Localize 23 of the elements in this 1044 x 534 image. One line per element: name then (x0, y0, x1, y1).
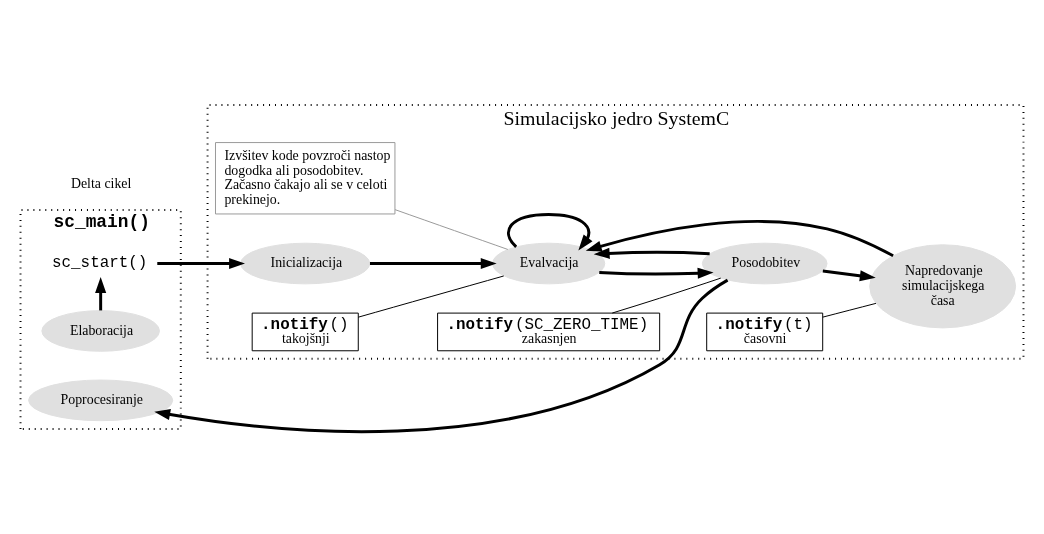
node-ellipse: Inicializacija (240, 242, 371, 285)
arrow (95, 277, 107, 311)
node-box: .notify() takojšnji (251, 312, 359, 352)
node-ellipse: Napredovanje simulacijskega časa (869, 244, 1017, 329)
connector (822, 302, 877, 318)
arrow (369, 257, 497, 270)
arrow (154, 278, 729, 434)
arrow (593, 247, 710, 259)
arrow (585, 220, 894, 257)
node-ellipse: Elaboracija (41, 310, 160, 352)
label: Delta cikel (70, 175, 132, 191)
node-box: .notify(t) časovni (706, 312, 824, 352)
connector (394, 209, 509, 250)
node-box: .notify(SC_ZERO_TIME) zakasnjen (437, 312, 661, 352)
arrow (599, 267, 714, 279)
arrow (157, 257, 245, 270)
node-box: Izvšitev kode povzroči nastop dogodka ali posodobitev. Začasno čakajo ali se v celoti prekinejo. (215, 142, 396, 215)
node-text: sc_start() (52, 254, 148, 273)
connector (611, 277, 722, 314)
arrow (507, 212, 593, 251)
node-ellipse: Posodobitev (701, 242, 828, 285)
arrow (822, 269, 876, 282)
connector (357, 275, 505, 318)
